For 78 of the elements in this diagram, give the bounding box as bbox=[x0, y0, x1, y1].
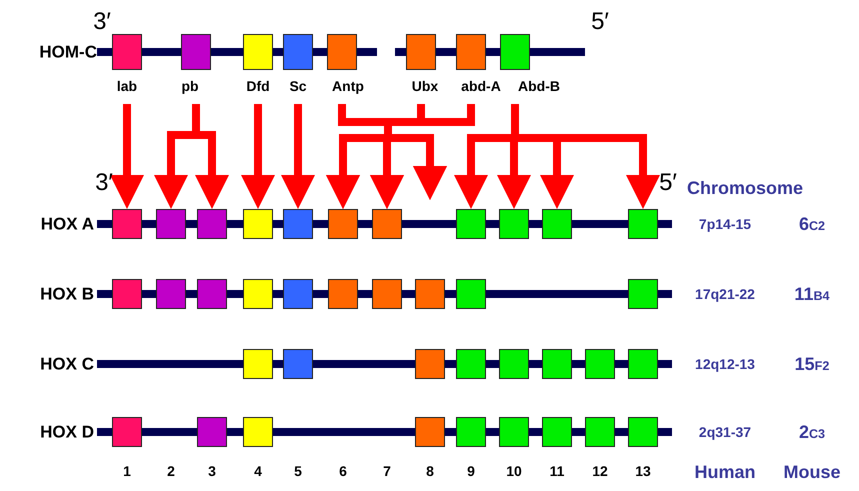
cluster-name: HOX C bbox=[40, 356, 94, 372]
gene-box bbox=[112, 209, 142, 239]
column-heading: Chromosome bbox=[687, 179, 803, 197]
gene-box bbox=[456, 417, 486, 447]
arrow bbox=[241, 104, 275, 209]
chromosome-location: 17q21-22 bbox=[695, 287, 755, 301]
column-heading: Human bbox=[694, 463, 756, 481]
paralog-number: 6 bbox=[339, 464, 347, 478]
gene-box bbox=[243, 349, 273, 379]
chromosome-location: 2q31-37 bbox=[698, 425, 752, 439]
gene-name: Antp bbox=[332, 78, 364, 94]
gene-name: Sc bbox=[289, 78, 307, 94]
gene-box bbox=[542, 417, 572, 447]
gene-box bbox=[499, 417, 529, 447]
prime-mark: 5′ bbox=[659, 171, 677, 195]
paralog-number: 1 bbox=[123, 464, 131, 478]
arrow bbox=[110, 104, 144, 209]
paralog-number: 10 bbox=[506, 464, 522, 478]
cluster-name: HOX B bbox=[40, 286, 94, 302]
gene-name: Abd-B bbox=[518, 78, 560, 94]
cluster-name: HOM-C bbox=[39, 44, 97, 60]
paralog-number: 5 bbox=[294, 464, 302, 478]
gene-name: Ubx bbox=[412, 78, 438, 94]
column-heading: Mouse bbox=[784, 463, 840, 481]
gene-box bbox=[243, 417, 273, 447]
paralog-number: 4 bbox=[254, 464, 262, 478]
gene-box bbox=[499, 209, 529, 239]
gene-box bbox=[499, 349, 529, 379]
prime-mark: 3′ bbox=[95, 171, 113, 195]
gene-box bbox=[456, 209, 486, 239]
gene-box bbox=[112, 417, 142, 447]
gene-box bbox=[283, 279, 313, 309]
gene-box bbox=[628, 209, 658, 239]
gene-name: abd-A bbox=[461, 78, 501, 94]
chromosome-location: 7p14-15 bbox=[698, 217, 752, 231]
prime-mark: 3′ bbox=[93, 10, 111, 34]
gene-box bbox=[156, 209, 186, 239]
paralog-number: 2 bbox=[167, 464, 175, 478]
gene-box bbox=[283, 209, 313, 239]
gene-box bbox=[156, 279, 186, 309]
gene-box bbox=[456, 279, 486, 309]
prime-mark: 5′ bbox=[591, 10, 609, 34]
gene-box bbox=[585, 417, 615, 447]
gene-box bbox=[585, 349, 615, 379]
gene-box bbox=[243, 209, 273, 239]
arrow bbox=[281, 104, 315, 209]
paralog-number: 9 bbox=[467, 464, 475, 478]
gene-box bbox=[628, 279, 658, 309]
gene-box bbox=[283, 349, 313, 379]
paralog-number: 7 bbox=[383, 464, 391, 478]
gene-box bbox=[628, 417, 658, 447]
chromosome-location: 12q12-13 bbox=[695, 357, 755, 371]
gene-box bbox=[328, 209, 358, 239]
paralog-number: 13 bbox=[635, 464, 651, 478]
gene-box bbox=[372, 279, 402, 309]
paralog-number: 8 bbox=[426, 464, 434, 478]
gene-box bbox=[112, 279, 142, 309]
gene-name: Dfd bbox=[246, 78, 270, 94]
gene-box bbox=[628, 349, 658, 379]
gene-box bbox=[456, 349, 486, 379]
gene-box bbox=[197, 279, 227, 309]
gene-box bbox=[197, 209, 227, 239]
gene-box bbox=[415, 349, 445, 379]
gene-box bbox=[243, 279, 273, 309]
paralog-number: 3 bbox=[208, 464, 216, 478]
gene-box bbox=[328, 279, 358, 309]
gene-box bbox=[542, 209, 572, 239]
gene-box bbox=[415, 417, 445, 447]
gene-name: lab bbox=[116, 78, 138, 94]
gene-box bbox=[372, 209, 402, 239]
paralog-number: 11 bbox=[550, 464, 564, 478]
gene-box bbox=[542, 349, 572, 379]
gene-box bbox=[415, 279, 445, 309]
cluster-name: HOX A bbox=[40, 216, 94, 232]
gene-name: pb bbox=[181, 78, 199, 94]
cluster-name: HOX D bbox=[40, 424, 94, 440]
paralog-number: 12 bbox=[592, 464, 608, 478]
gene-box bbox=[197, 417, 227, 447]
